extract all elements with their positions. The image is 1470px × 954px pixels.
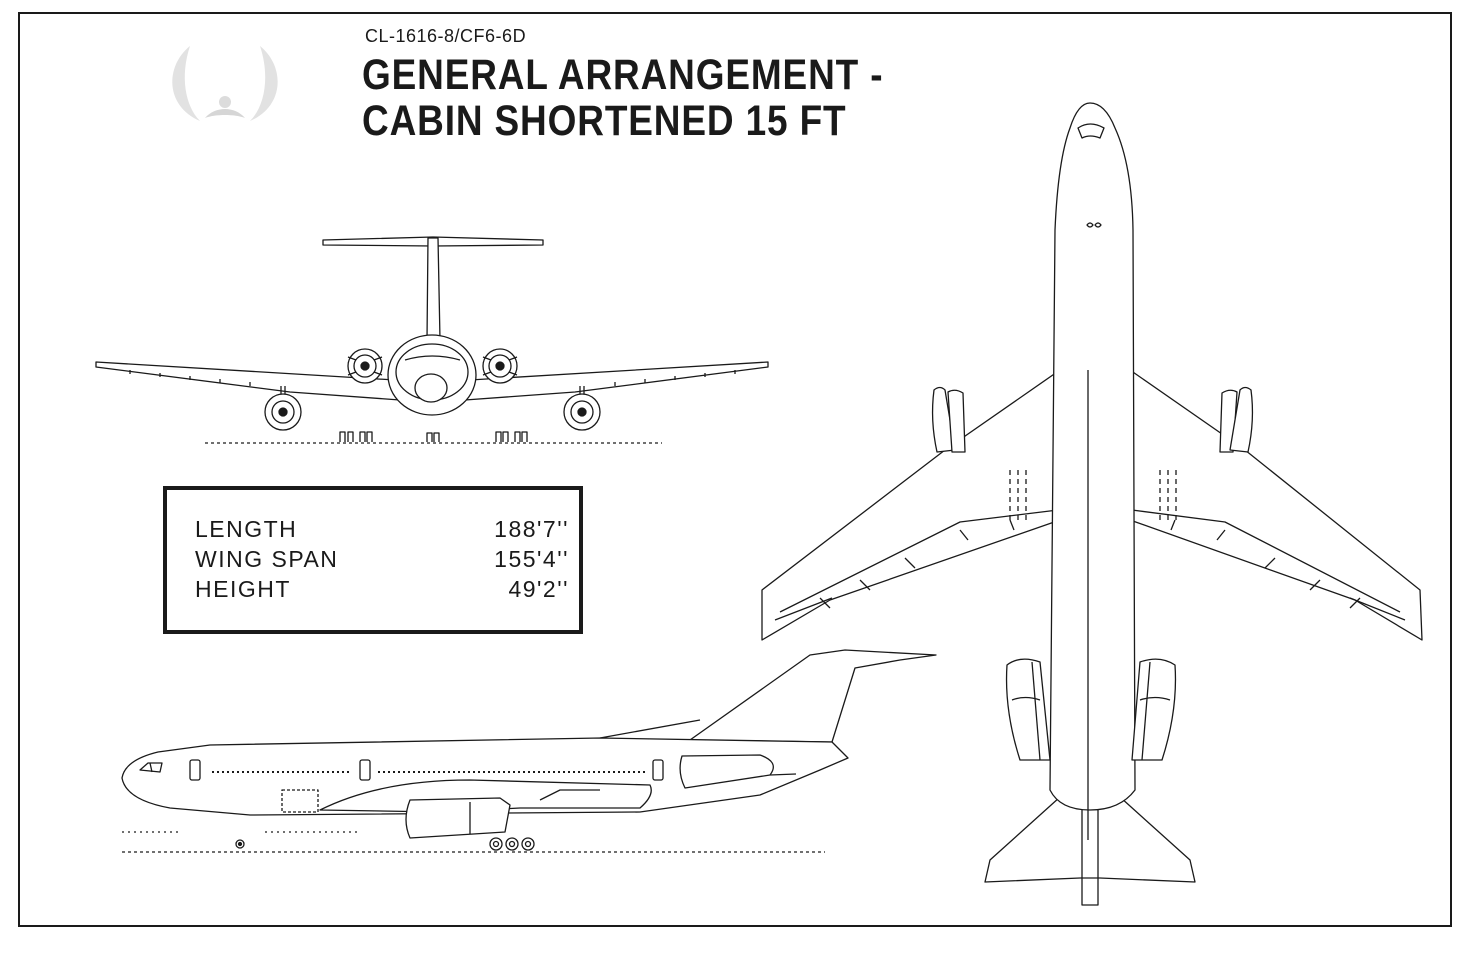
front-view [96,237,768,443]
company-logo-icon [172,46,278,121]
dimensions-table: LENGTH 188'7'' WING SPAN 155'4'' HEIGHT … [163,486,583,634]
page-title: GENERAL ARRANGEMENT - CABIN SHORTENED 15… [362,52,883,144]
spec-label: HEIGHT [195,576,291,602]
spec-label: LENGTH [195,516,298,542]
spec-label: WING SPAN [195,546,339,572]
spec-value: 49'2'' [508,576,569,602]
title-line-2: CABIN SHORTENED 15 FT [362,97,847,145]
model-designation: CL-1616-8/CF6-6D [365,26,527,46]
drawing-frame [18,12,1452,927]
spec-value: 188'7'' [494,516,569,542]
spec-row-height: HEIGHT 49'2'' [195,576,569,606]
title-line-1: GENERAL ARRANGEMENT - [362,51,884,99]
side-view [122,650,936,852]
spec-row-length: LENGTH 188'7'' [195,516,569,546]
spec-row-wing-span: WING SPAN 155'4'' [195,546,569,576]
spec-value: 155'4'' [494,546,569,572]
top-view [762,103,1422,905]
